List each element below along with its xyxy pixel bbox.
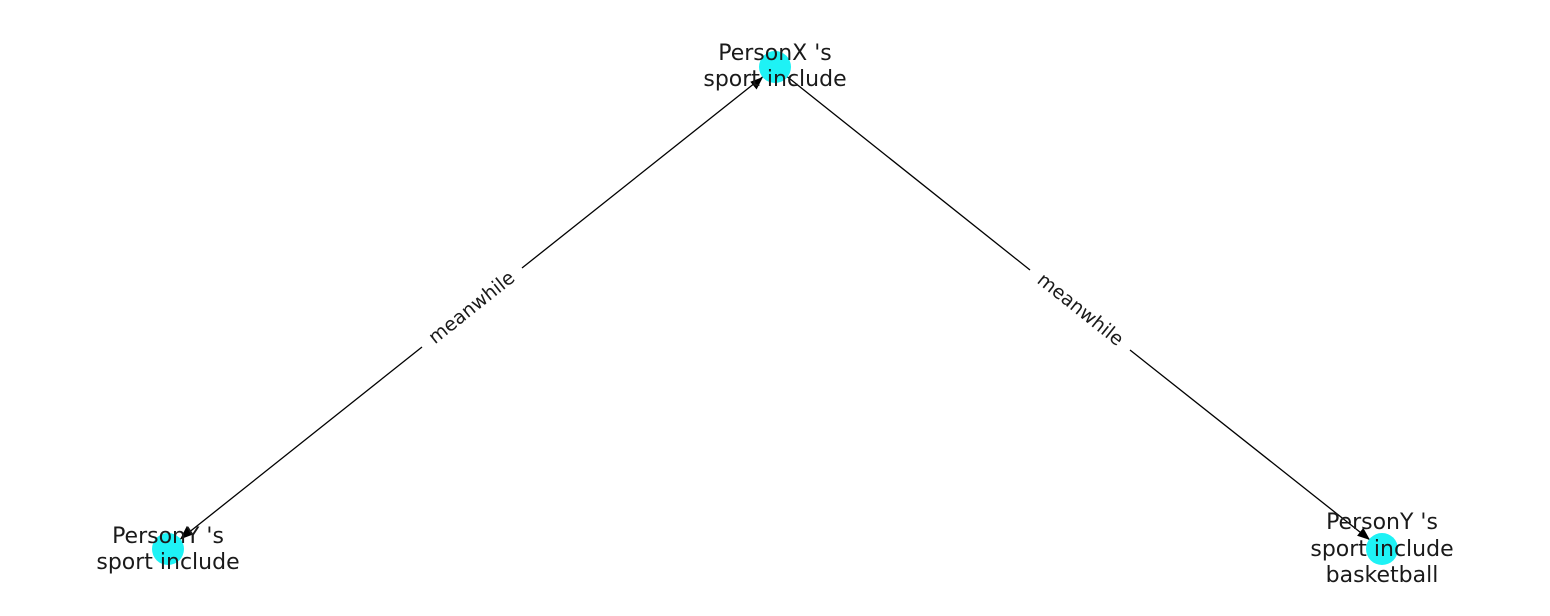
node-circle (759, 51, 791, 83)
edge-line (774, 66, 1031, 271)
edge-label: meanwhile (1033, 269, 1128, 351)
node-persony-left: PersonY 's sport include (96, 524, 239, 575)
edge-y-left-x: meanwhile (167, 66, 776, 550)
edge-x-y-right: meanwhile (774, 66, 1371, 541)
arrow-head-icon (180, 526, 193, 540)
edge-line (521, 66, 776, 269)
edge-line (167, 346, 423, 550)
node-circle (152, 533, 184, 565)
node-label: PersonY 's sport include basketball (1310, 510, 1453, 588)
node-label-line: PersonY 's (1326, 510, 1438, 535)
node-label: PersonY 's sport include (96, 524, 239, 575)
edge-line (1129, 349, 1371, 541)
node-label: PersonX 's sport include (703, 41, 846, 92)
node-label-line: basketball (1326, 563, 1439, 588)
node-label-line: PersonX 's (718, 41, 832, 66)
node-label-line: sport include (703, 67, 846, 92)
node-label-line: sport include (96, 550, 239, 575)
arrow-head-icon (1357, 527, 1370, 540)
node-personx: PersonX 's sport include (703, 41, 846, 92)
node-label-line: PersonY 's (112, 524, 224, 549)
node-circle (1366, 533, 1398, 565)
node-label-line: sport include (1310, 537, 1453, 562)
arrow-head-icon (750, 77, 763, 90)
edge-label: meanwhile (424, 267, 519, 349)
node-persony-right: PersonY 's sport include basketball (1310, 510, 1453, 588)
